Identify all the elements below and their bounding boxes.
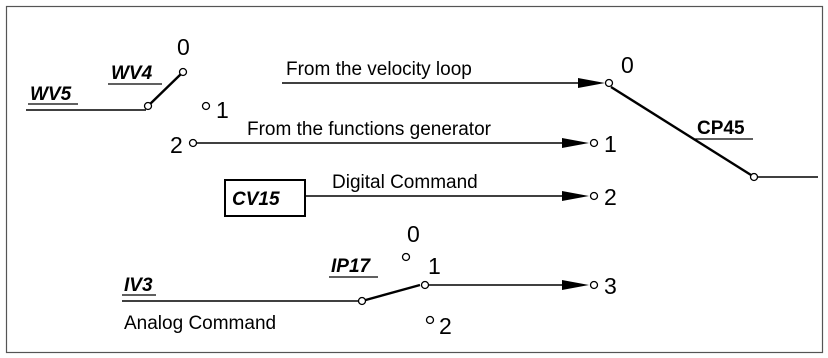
ip17-pin-1 — [420, 280, 430, 290]
digital-command-signal: CV15 Digital Command — [224, 172, 589, 217]
wv4-label: WV4 — [111, 63, 153, 84]
wv4-pos-0: 0 — [177, 34, 190, 60]
analog-output-arrow — [562, 280, 589, 290]
cp45-pos-0: 0 — [621, 52, 634, 78]
wv4-pin-1 — [201, 101, 211, 111]
wv4-pos-2: 2 — [170, 132, 183, 158]
analog-command-label: Analog Command — [124, 313, 276, 334]
cp45-pin-2 — [589, 191, 599, 201]
cp45-pivot-pin — [749, 172, 759, 182]
cp45-pos-1: 1 — [604, 131, 617, 157]
ip17-selector: IV3 Analog Command IP17 0 1 2 — [122, 221, 589, 339]
cp45-label: CP45 — [697, 118, 745, 139]
cv15-box — [224, 179, 306, 217]
digital-command-label: Digital Command — [332, 172, 478, 193]
ip17-pos-1: 1 — [428, 253, 441, 279]
iv3-label: IV3 — [124, 275, 153, 296]
wv4-pos-1: 1 — [216, 97, 229, 123]
ip17-pin-0 — [401, 252, 411, 262]
cp45-selector: 0 1 2 3 CP45 — [589, 52, 818, 299]
ip17-switch-blade — [361, 283, 421, 303]
diagram-frame — [5, 5, 824, 354]
wv4-selector: WV5 WV4 0 1 2 — [26, 34, 229, 158]
ip17-pos-2: 2 — [439, 313, 452, 339]
wv4-pin-0 — [178, 67, 188, 77]
ip17-pos-0: 0 — [407, 221, 420, 247]
functions-generator-signal: From the functions generator — [197, 119, 589, 148]
wv4-switch-blade — [147, 72, 183, 107]
wv4-pivot-pin — [143, 101, 153, 111]
cp45-pos-3: 3 — [604, 273, 617, 299]
functions-generator-label: From the functions generator — [247, 119, 492, 140]
cv15-label: CV15 — [232, 189, 280, 210]
cp45-switch-blade — [610, 85, 752, 177]
cp45-pos-2: 2 — [604, 184, 617, 210]
cp45-pin-3 — [589, 280, 599, 290]
digital-command-arrow — [562, 191, 589, 201]
ip17-label: IP17 — [331, 256, 372, 277]
wv5-label: WV5 — [30, 84, 72, 105]
cp45-pin-0 — [604, 78, 614, 88]
velocity-loop-signal: From the velocity loop — [282, 59, 605, 88]
ip17-pivot-pin — [357, 296, 367, 306]
ip17-pin-2 — [425, 315, 435, 325]
functions-generator-arrow — [562, 138, 589, 148]
wv4-pin-2 — [188, 138, 198, 148]
velocity-loop-label: From the velocity loop — [286, 59, 472, 80]
velocity-loop-arrow — [578, 78, 605, 88]
cp45-pin-1 — [589, 138, 599, 148]
